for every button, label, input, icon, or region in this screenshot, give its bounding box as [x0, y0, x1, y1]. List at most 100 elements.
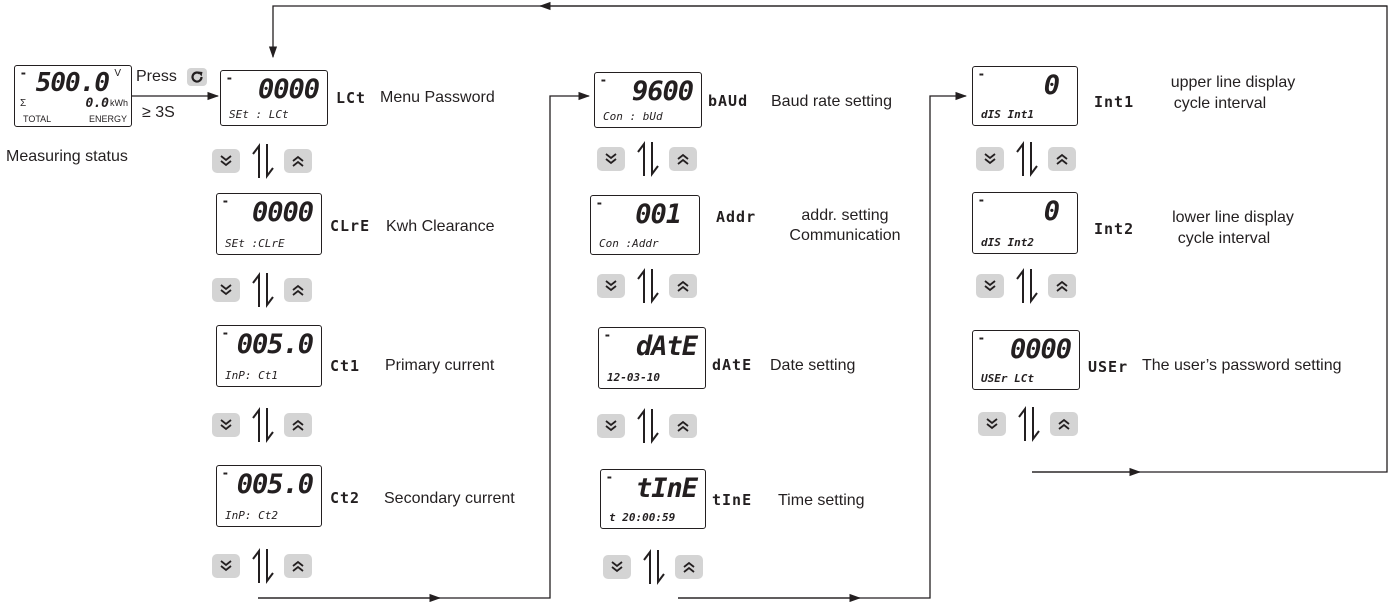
param-description: Date setting — [770, 357, 856, 374]
lcd-main-value: 0000 — [1009, 334, 1072, 365]
down-button[interactable] — [978, 412, 1006, 436]
up-button[interactable] — [1050, 412, 1078, 436]
up-button[interactable] — [1048, 147, 1076, 171]
param-code: bAUd — [708, 92, 749, 110]
lcd-sub-value: SEt :CLrE — [225, 237, 285, 250]
up-down-arrow-icon — [1016, 268, 1038, 304]
down-button[interactable] — [976, 274, 1004, 298]
param-code: Ct2 — [330, 489, 361, 507]
hold-duration-label: ≥ 3S — [142, 104, 175, 121]
chevron-double-down-icon — [986, 418, 998, 430]
param-description: The user’s password setting — [1142, 357, 1342, 374]
param-code: CLrE — [330, 217, 371, 235]
chevron-double-up-icon — [683, 561, 695, 573]
lcd-baud-rate: ▪▪ 9600 Con : bUd — [594, 72, 702, 128]
chevron-double-down-icon — [220, 560, 232, 572]
param-description: Secondary current — [384, 490, 515, 507]
down-button[interactable] — [212, 554, 240, 578]
lcd-main-value: 001 — [635, 199, 682, 230]
down-button[interactable] — [603, 555, 631, 579]
sigma-symbol: Σ — [20, 98, 27, 109]
chevron-double-down-icon — [984, 153, 996, 165]
lcd-sub-value: dIS Int2 — [981, 236, 1034, 249]
up-button[interactable] — [669, 274, 697, 298]
nav-buttons — [597, 408, 727, 444]
press-label: Press — [136, 68, 177, 85]
param-code: Int2 — [1094, 220, 1135, 238]
chevron-double-up-icon — [677, 280, 689, 292]
up-button[interactable] — [669, 147, 697, 171]
down-button[interactable] — [212, 278, 240, 302]
lcd-kwh-clearance: ▪▪ 0000 SEt :CLrE — [216, 193, 322, 255]
unit-kwh: kWh — [110, 98, 128, 108]
lcd-menu-password: ▪▪ 0000 SEt : LCt — [220, 70, 328, 126]
chevron-double-up-icon — [1056, 280, 1068, 292]
up-down-arrow-icon — [252, 548, 274, 584]
nav-buttons — [978, 406, 1108, 442]
down-button[interactable] — [597, 147, 625, 171]
lcd-main-value: dAtE — [635, 331, 698, 362]
up-button[interactable] — [284, 278, 312, 302]
param-code: Addr — [716, 208, 757, 226]
up-button[interactable] — [284, 554, 312, 578]
indicator-dots: ▪▪ — [21, 69, 26, 78]
measuring-display: ▪▪ 500.0 V Σ 0.0 kWh TOTAL ENERGY — [14, 65, 132, 127]
lcd-main-value: 0000 — [251, 197, 314, 228]
chevron-double-down-icon — [611, 561, 623, 573]
lcd-sub-value: InP: Ct2 — [225, 509, 278, 522]
down-button[interactable] — [976, 147, 1004, 171]
down-button[interactable] — [212, 149, 240, 173]
lcd-date: ▪▪ dAtE 12-03-10 — [598, 327, 706, 389]
chevron-double-up-icon — [292, 560, 304, 572]
rotate-icon[interactable] — [187, 68, 207, 86]
nav-buttons — [212, 272, 342, 308]
param-description-line2: cycle interval — [1173, 95, 1267, 112]
up-button[interactable] — [284, 149, 312, 173]
up-button[interactable] — [284, 413, 312, 437]
lcd-sub-value: Con :Addr — [599, 237, 659, 250]
lcd-main-value: 0000 — [257, 74, 320, 105]
lcd-secondary-current: ▪▪ 005.0 InP: Ct2 — [216, 465, 322, 527]
param-description: addr. setting — [801, 207, 889, 224]
unit-v: V — [114, 68, 121, 79]
down-button[interactable] — [597, 274, 625, 298]
up-down-arrow-icon — [637, 408, 659, 444]
param-description-line2: cycle interval — [1177, 230, 1271, 247]
up-button[interactable] — [1048, 274, 1076, 298]
up-button[interactable] — [675, 555, 703, 579]
param-description: Primary current — [385, 357, 495, 374]
param-code: Ct1 — [330, 357, 361, 375]
chevron-double-up-icon — [292, 284, 304, 296]
up-down-arrow-icon — [252, 272, 274, 308]
lcd-sub-value: 12-03-10 — [607, 371, 660, 384]
chevron-double-up-icon — [1058, 418, 1070, 430]
up-down-arrow-icon — [252, 407, 274, 443]
chevron-double-up-icon — [677, 420, 689, 432]
lcd-lower-interval: ▪▪ 0 dIS Int2 — [972, 192, 1078, 254]
param-code: Int1 — [1094, 93, 1135, 111]
chevron-double-up-icon — [292, 419, 304, 431]
down-button[interactable] — [597, 414, 625, 438]
up-down-arrow-icon — [637, 141, 659, 177]
measuring-main-value: 500.0 — [35, 68, 110, 98]
lcd-main-value: 0 — [1043, 196, 1060, 227]
lcd-sub-value: t 20:00:59 — [609, 511, 676, 524]
param-description: upper line display — [1170, 74, 1296, 91]
down-button[interactable] — [212, 413, 240, 437]
up-button[interactable] — [669, 414, 697, 438]
lcd-time: ▪▪ tInE t 20:00:59 — [600, 469, 706, 529]
param-code: dAtE — [712, 356, 753, 374]
nav-buttons — [212, 143, 342, 179]
lcd-primary-current: ▪▪ 005.0 InP: Ct1 — [216, 325, 322, 387]
nav-buttons — [212, 548, 342, 584]
up-down-arrow-icon — [643, 549, 665, 585]
chevron-double-down-icon — [605, 420, 617, 432]
nav-buttons — [212, 407, 342, 443]
total-label: TOTAL — [23, 114, 52, 124]
lcd-sub-value: SEt : LCt — [229, 108, 289, 121]
lcd-main-value: 005.0 — [236, 329, 314, 360]
chevron-double-down-icon — [220, 419, 232, 431]
param-code: tInE — [712, 491, 753, 509]
param-description: Menu Password — [380, 89, 495, 106]
